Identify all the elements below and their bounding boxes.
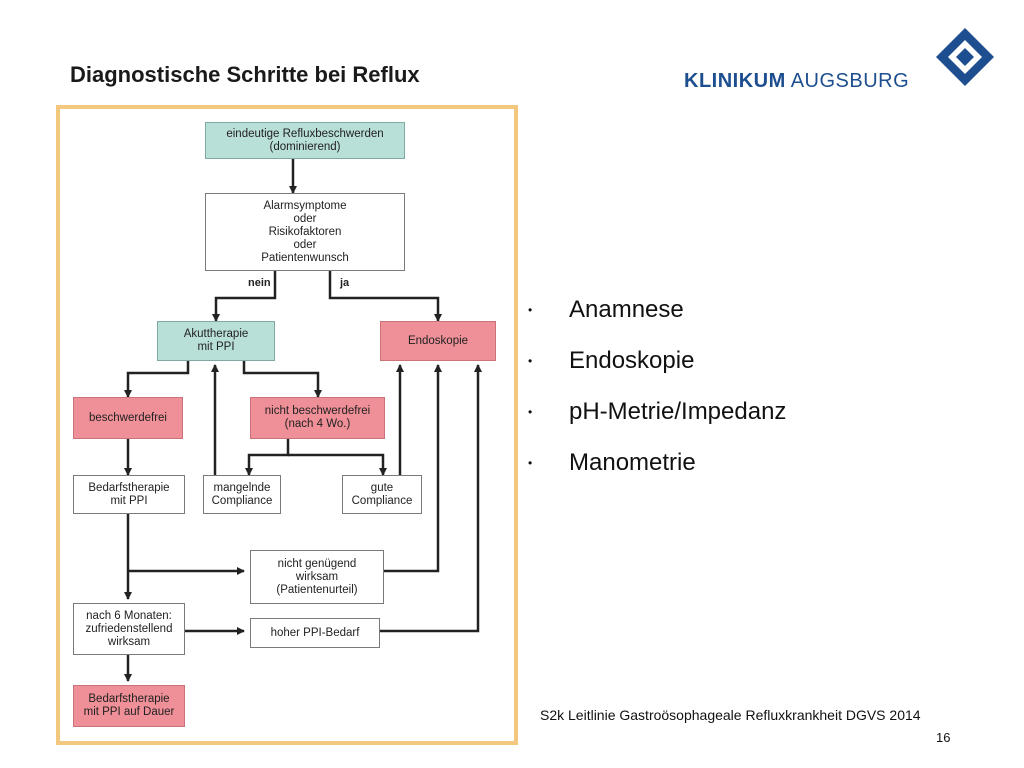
edge-label-nein: nein [248,277,271,289]
diagnostic-flowchart: eindeutige Refluxbeschwerden (dominieren… [56,105,518,745]
node-eindeutige-refluxbeschwerden: eindeutige Refluxbeschwerden (dominieren… [205,122,405,159]
node-bedarfstherapie-auf-dauer: Bedarfstherapie mit PPI auf Dauer [73,685,185,727]
edge-nichtfrei-to-gute [288,453,387,476]
edge-alarm-nein [212,271,277,322]
edge-nichtfrei-to-mangel [245,439,290,476]
node-mangelnde-compliance: mangelnde Compliance [203,475,281,514]
node-nach-6-monaten: nach 6 Monaten: zufriedenstellend wirksa… [73,603,185,655]
edge-alarm-ja [328,271,442,322]
logo-text-bold: KLINIKUM [684,70,786,92]
node-beschwerdefrei: beschwerdefrei [73,397,183,439]
bullet-dot-icon: • [528,456,533,470]
bullet-text: Endoskopie [569,347,695,374]
bullet-text: pH-Metrie/Impedanz [569,398,787,425]
edge-hoher-to-endo [380,364,482,633]
node-nicht-beschwerdefrei: nicht beschwerdefrei (nach 4 Wo.) [250,397,385,439]
page-number: 16 [936,730,951,745]
source-citation: S2k Leitlinie Gastroösophageale Refluxkr… [540,707,921,723]
logo-text: KLINIKUM AUGSBURG [684,70,909,93]
klinikum-augsburg-logo: KLINIKUM AUGSBURG [684,26,1000,96]
bullet-dot-icon: • [528,303,533,317]
bullet-text: Manometrie [569,449,696,476]
edge-akut-to-frei [124,361,190,398]
edge-akut-to-nichtfrei [242,361,322,398]
node-bedarfstherapie: Bedarfstherapie mit PPI [73,475,185,514]
bullet-dot-icon: • [528,405,533,419]
node-hoher-ppi-bedarf: hoher PPI-Bedarf [250,618,380,648]
node-endoskopie: Endoskopie [380,321,496,361]
edge-label-ja: ja [340,277,350,289]
logo-diamond-icon [936,28,994,86]
node-nicht-genuegend-wirksam: nicht genügend wirksam (Patientenurteil) [250,550,384,604]
node-gute-compliance: gute Compliance [342,475,422,514]
node-akuttherapie: Akuttherapie mit PPI [157,321,275,361]
flowchart-connectors [124,159,482,682]
edge-nichtgenuegend-to-endo [384,364,442,573]
slide-title: Diagnostische Schritte bei Reflux [70,62,420,87]
logo-text-regular: AUGSBURG [785,70,910,92]
bullet-dot-icon: • [528,354,533,368]
bullet-text: Anamnese [569,296,684,323]
node-alarmsymptome: Alarmsymptome oder Risikofaktoren oder P… [205,193,405,271]
